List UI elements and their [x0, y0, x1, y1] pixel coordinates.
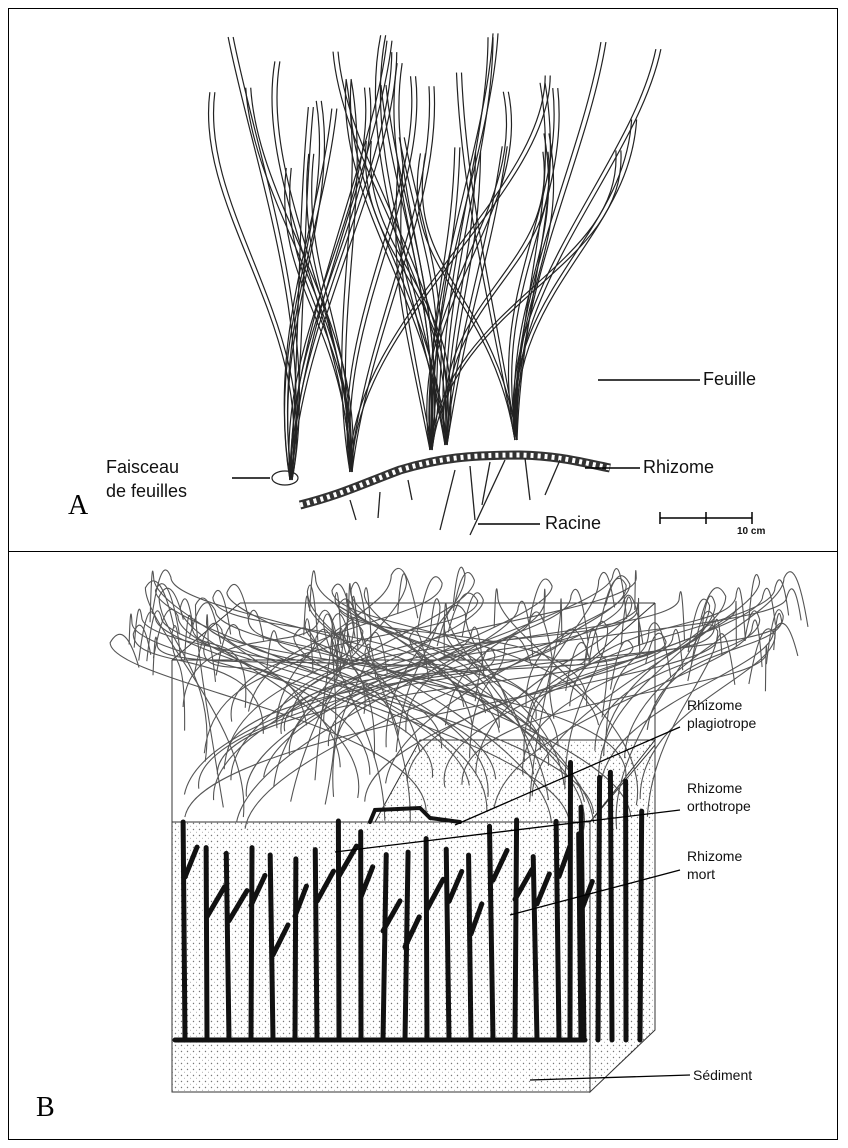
label-mort-line1: Rhizome — [687, 848, 742, 864]
label-feuille: Feuille — [703, 369, 756, 390]
label-plagiotrope-line2: plagiotrope — [687, 715, 756, 731]
label-racine: Racine — [545, 513, 601, 534]
label-orthotrope-line2: orthotrope — [687, 798, 751, 814]
label-rhizome: Rhizome — [643, 457, 714, 478]
label-sediment: Sédiment — [693, 1067, 752, 1083]
label-mort-line2: mort — [687, 866, 715, 882]
label-plagiotrope-line1: Rhizome — [687, 697, 742, 713]
scale-label: 10 cm — [737, 526, 765, 537]
panel-a-letter: A — [68, 490, 88, 522]
panel-b-letter: B — [36, 1092, 55, 1124]
label-faisceau-line2: de feuilles — [106, 481, 187, 502]
label-faisceau-line1: Faisceau — [106, 457, 179, 478]
label-orthotrope-line1: Rhizome — [687, 780, 742, 796]
